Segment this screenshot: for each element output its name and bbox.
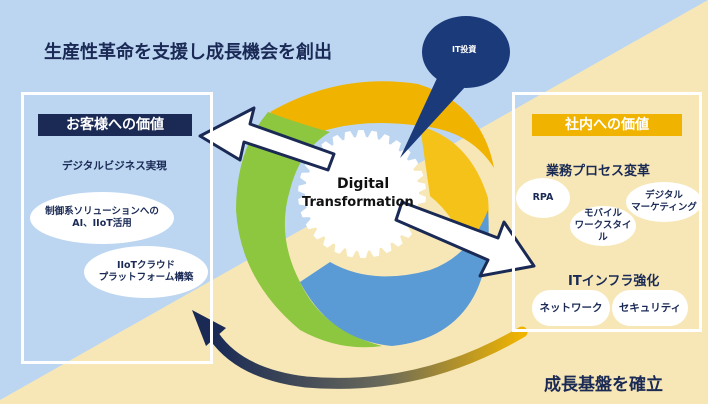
item-network: ネットワーク: [532, 290, 610, 326]
item-iiot-cloud-line1: IIoTクラウド: [116, 260, 176, 271]
item-mobile-workstyle: モバイルワークスタイル: [570, 206, 636, 246]
bubble-pointer: [400, 76, 466, 158]
internal-value-panel: [512, 92, 702, 332]
arrow-to-customer: [198, 106, 336, 172]
item-digital-marketing-line2: マーケティング: [631, 202, 697, 213]
customer-value-header: お客様への価値: [38, 114, 192, 136]
item-mobile-workstyle-line2: ワークスタイル: [574, 220, 632, 243]
section-it-infrastructure: ITインフラ強化: [568, 274, 660, 289]
item-iiot-cloud-line2: プラットフォーム構築: [98, 272, 194, 283]
growth-curve-arrow-shaft: [208, 326, 528, 389]
headline: 生産性革命を支援し成長機会を創出: [44, 42, 332, 63]
bubble-label: IT投資: [452, 45, 477, 54]
internal-value-header: 社内への価値: [532, 114, 682, 136]
ring-segment-green: [236, 112, 382, 348]
footer-label: 成長基盤を確立: [544, 375, 663, 395]
center-label-line2: Transformation: [302, 195, 414, 210]
item-rpa: RPA: [516, 178, 570, 218]
item-mobile-workstyle-line1: モバイル: [583, 208, 622, 219]
it-investment-bubble: [422, 16, 510, 88]
item-iiot-cloud: IIoTクラウドプラットフォーム構築: [84, 246, 208, 298]
customer-value-panel: [21, 92, 213, 364]
item-ai-iiot-line1: 制御系ソリューションへの: [45, 206, 159, 217]
item-digital-marketing: デジタルマーケティング: [626, 182, 702, 222]
arrow-to-internal: [394, 200, 536, 278]
growth-curve-arrow-head: [192, 310, 226, 346]
ring-segment-blue: [300, 210, 489, 346]
item-security: セキュリティ: [612, 290, 688, 326]
section-business-process: 業務プロセス変革: [546, 164, 651, 179]
item-digital-marketing-line1: デジタル: [645, 190, 683, 201]
item-ai-iiot-line2: AI、IIoT活用: [72, 218, 132, 229]
center-label-line1: Digital: [337, 176, 390, 192]
customer-value-subtitle: デジタルビジネス実現: [62, 160, 167, 172]
